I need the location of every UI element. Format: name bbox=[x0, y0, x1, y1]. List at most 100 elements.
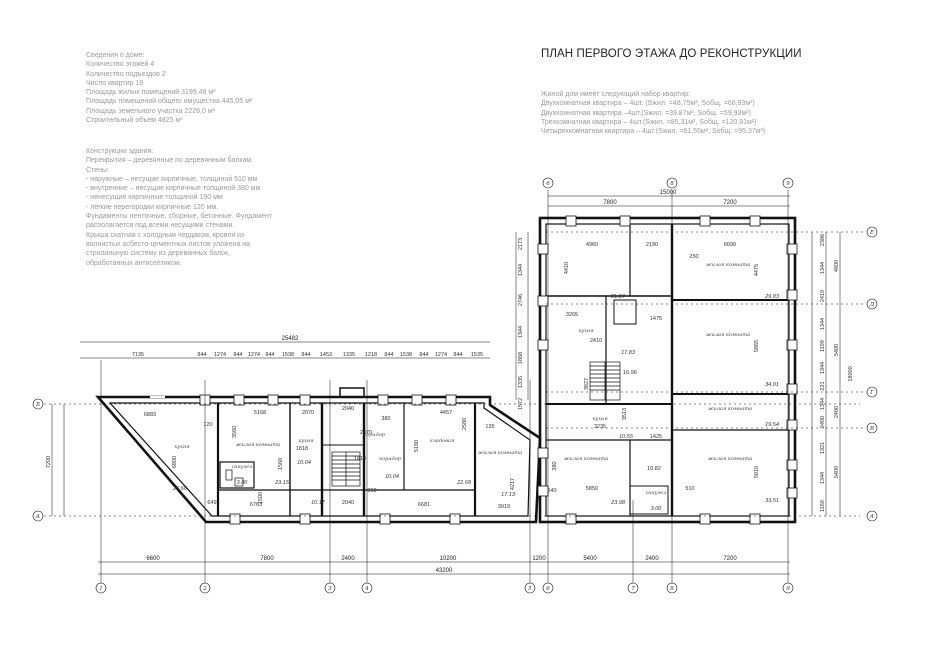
dim-label: 1218 bbox=[365, 352, 377, 358]
dim-label: 844 bbox=[384, 352, 393, 358]
room-label: жилая комната bbox=[706, 262, 750, 268]
dim-label: 16.96 bbox=[623, 370, 637, 376]
construction-line: - наружные – несущие кирпичные, толщиной… bbox=[86, 175, 258, 183]
room-area: 29.83 bbox=[764, 294, 780, 300]
vertical-dimensions: 7200 6800 18000 4800 5400 2400 5400 2386… bbox=[46, 234, 854, 512]
house-info-line: Количество подъездов 2 bbox=[86, 70, 166, 78]
axis-label: Д bbox=[869, 302, 875, 308]
dimension-lines bbox=[44, 190, 866, 586]
room-label: коридор bbox=[379, 456, 402, 462]
overall-dim: 25482 bbox=[282, 336, 299, 342]
room-area: 10.17 bbox=[311, 500, 326, 506]
room-label: кухня bbox=[592, 416, 607, 422]
dim-label: 1425 bbox=[650, 434, 662, 440]
axis-label: А bbox=[869, 514, 874, 520]
dim-label: 3513 bbox=[622, 408, 628, 420]
room-area: 33.51 bbox=[765, 498, 779, 504]
dim-label: 6681 bbox=[418, 502, 430, 508]
dim-label: 380 bbox=[381, 416, 390, 422]
dim-label: 4217 bbox=[510, 478, 516, 490]
dim-label: 1200 bbox=[532, 556, 546, 562]
apartments-line: Двухкомнатная квартира –4шт.(Sжил. =39,8… bbox=[541, 109, 751, 117]
dim-label: 1818 bbox=[296, 446, 308, 452]
dim-label: 6600 bbox=[146, 556, 160, 562]
dim-label: 4800 bbox=[834, 260, 840, 272]
fixture bbox=[234, 477, 244, 487]
axis-label: 2 bbox=[202, 586, 207, 592]
dim-label: 7200 bbox=[46, 456, 52, 468]
dim-label: 3560 bbox=[232, 426, 238, 438]
apartments-line: Четырехкомнатная квартира – 4шт.(Sжил. =… bbox=[541, 128, 766, 136]
dim-label: 844 bbox=[233, 352, 242, 358]
dim-label: 2070 bbox=[302, 410, 314, 416]
room-area: 25.60 bbox=[172, 486, 188, 492]
axis-label: 3 bbox=[328, 586, 332, 592]
dim-label: 135 bbox=[485, 424, 494, 430]
house-info-block: Сведения о доме: Количество этажей 4 Кол… bbox=[86, 51, 252, 125]
dim-label: 360 bbox=[367, 488, 376, 494]
house-info-heading: Сведения о доме: bbox=[86, 52, 145, 59]
dim-label: 6800 bbox=[172, 456, 178, 468]
dim-label: 2190 bbox=[646, 242, 658, 248]
room-area: 17.13 bbox=[501, 492, 516, 498]
bathroom-outline bbox=[629, 485, 669, 515]
dim-label: 4475 bbox=[754, 264, 760, 276]
room-area: 22.68 bbox=[456, 480, 472, 486]
dim-label: 844 bbox=[301, 352, 310, 358]
house-info-line: Площадь земельного участка 2226,0 м² bbox=[86, 107, 215, 115]
dim-label: 10.82 bbox=[647, 466, 661, 472]
axis-label: 8 bbox=[670, 181, 674, 187]
dim-label: 1321 bbox=[820, 442, 826, 454]
apartments-heading: Жилой дом имеет следующий набор квартир: bbox=[541, 91, 690, 98]
construction-info-block: Конструкции здания: Перекрытия – деревян… bbox=[86, 147, 272, 268]
house-info-line: Строительный объем 4825 м³ bbox=[86, 117, 183, 125]
apartments-line: Двухкомнатная квартира – 4шт. (Sжил. =48… bbox=[541, 100, 755, 108]
dim-label: 7800 bbox=[603, 200, 617, 206]
room-label: жилая комната bbox=[708, 456, 752, 462]
dim-label: 1475 bbox=[650, 316, 662, 322]
dim-label: 3265 bbox=[566, 312, 578, 318]
room-area: 34.01 bbox=[765, 382, 779, 388]
dim-label: 2386 bbox=[820, 234, 826, 246]
dim-label: 5010 bbox=[754, 466, 760, 478]
dim-label: 5400 bbox=[583, 556, 597, 562]
dim-label: 5168 bbox=[254, 410, 266, 416]
construction-line: Крыша скатная с холодным чердаком, кровл… bbox=[86, 231, 245, 239]
apartments-line: Трехкомнатная квартира – 4шт.(Sжил. =85,… bbox=[541, 118, 757, 126]
axis-label: Г bbox=[869, 390, 874, 396]
dim-label: 1453 bbox=[320, 352, 332, 358]
dim-label: 1344 bbox=[820, 318, 826, 330]
dim-label: 221 bbox=[820, 381, 826, 390]
dim-label: 1344 bbox=[518, 326, 524, 338]
dim-label: 2580 bbox=[462, 418, 468, 430]
construction-line: обработанных антисептиком. bbox=[86, 259, 182, 267]
axis-bubbles bbox=[32, 177, 878, 594]
dim-label: 1868 bbox=[518, 352, 524, 364]
dim-label: 18000 bbox=[848, 366, 854, 381]
house-info-line: Количество этажей 4 bbox=[86, 61, 155, 69]
room-label: санузел bbox=[232, 464, 253, 470]
construction-line: Фундаменты ленточные, сборные, бетонные.… bbox=[86, 213, 273, 221]
bathroom-outline bbox=[613, 299, 637, 325]
axis-label: 4 bbox=[364, 586, 369, 592]
dim-label: 3827 bbox=[584, 378, 590, 390]
dim-label: 5400 bbox=[834, 344, 840, 356]
room-area: 10.55 bbox=[619, 434, 634, 440]
staircase-left bbox=[331, 451, 361, 487]
room-label: кухня bbox=[174, 444, 189, 450]
room-label: жилая комната bbox=[236, 442, 280, 448]
room-label: санузел bbox=[646, 490, 667, 496]
dim-label: 1344 bbox=[820, 362, 826, 374]
dim-label: 7135 bbox=[132, 352, 144, 358]
dim-label: 2400 bbox=[645, 556, 659, 562]
room-label: кухня bbox=[298, 438, 313, 444]
dim-label: 7200 bbox=[723, 200, 737, 206]
fixture bbox=[225, 469, 233, 481]
dim-label: 5865 bbox=[754, 340, 760, 352]
dim-label: 1538 bbox=[282, 352, 294, 358]
room-area: 19.54 bbox=[765, 422, 779, 428]
dim-label: 2419 bbox=[820, 290, 826, 302]
axis-label: 7 bbox=[631, 586, 635, 592]
dim-label: 1274 bbox=[435, 352, 447, 358]
